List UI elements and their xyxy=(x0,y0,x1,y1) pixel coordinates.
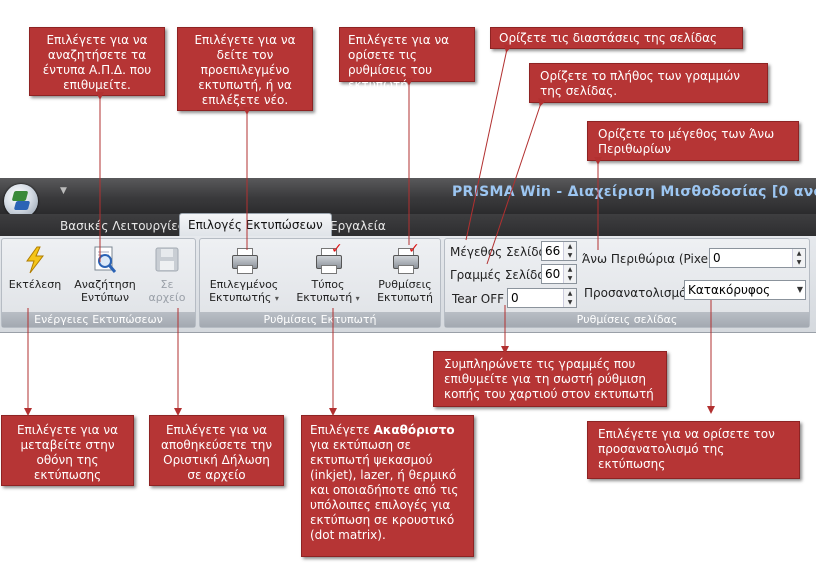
pointer-line-page-dimensions xyxy=(465,44,512,241)
spinner-arrows-icon[interactable]: ▲▼ xyxy=(792,249,805,267)
search-forms-label-1: Αναζήτηση xyxy=(74,278,136,291)
printer-type-label-1: Τύπος xyxy=(311,278,345,291)
save-to-file-button[interactable]: Σε αρχείο xyxy=(142,246,192,304)
callout-printer-settings: Επιλέγετε για να ορίσετε τις ρυθμίσεις τ… xyxy=(339,27,475,92)
callout-page-dimensions: Ορίζετε τις διαστάσεις της σελίδας xyxy=(490,27,743,49)
tear-off-label: Tear OFF xyxy=(452,292,505,306)
spinner-arrows-icon[interactable]: ▲▼ xyxy=(563,242,576,260)
run-button-label: Εκτέλεση xyxy=(8,278,62,291)
callout-default-printer: Επιλέγετε για να δείτε τον προεπιλεγμένο… xyxy=(177,27,313,111)
orientation-value: Κατακόρυφος xyxy=(688,283,771,297)
search-forms-label-2: Εντύπων xyxy=(80,291,130,304)
callout-tear-off: Συμπληρώνετε τις γραμμές που επιθυμείτε … xyxy=(433,351,667,407)
printer-type-button[interactable]: ✓ Τύπος Εκτυπωτή ▾ xyxy=(290,242,366,305)
quick-access-dropdown-icon[interactable]: ▼ xyxy=(60,186,67,196)
printer-type-callout-bold: Ακαθόριστο xyxy=(373,423,455,437)
tab-print-options[interactable]: Επιλογές Εκτυπώσεων xyxy=(179,213,332,237)
callout-save-to-file: Επιλέγετε για να αποθηκεύσετε την Οριστι… xyxy=(149,415,284,486)
tab-tools[interactable]: Εργαλεία xyxy=(330,219,386,233)
page-lines-label: Γραμμές Σελίδας xyxy=(450,268,553,282)
app-menu-button[interactable] xyxy=(4,184,38,218)
pointer-line-page-lines xyxy=(486,97,547,265)
chevron-down-icon: ▾ xyxy=(274,294,279,303)
page-size-label: Μέγεθος Σελίδας xyxy=(450,245,554,259)
save-to-file-label-1: Σε xyxy=(160,278,174,291)
selected-printer-button[interactable]: Επιλεγμένος Εκτυπωτής ▾ xyxy=(205,246,283,305)
orientation-select[interactable]: Κατακόρυφος ▼ xyxy=(684,280,806,300)
selected-printer-label-2-wrap: Εκτυπωτής ▾ xyxy=(205,291,283,305)
chevron-down-icon: ▾ xyxy=(355,294,360,303)
page-size-value: 66 xyxy=(545,244,561,258)
tab-basic-functions[interactable]: Βασικές Λειτουργίες xyxy=(60,219,185,233)
callout-page-lines: Ορίζετε το πλήθος των γραμμών της σελίδα… xyxy=(529,63,768,103)
document-search-icon xyxy=(90,246,120,274)
group-label-print-actions: Ενέργειες Εκτυπώσεων xyxy=(2,312,195,327)
printer-type-callout-prefix: Επιλέγετε xyxy=(310,423,374,437)
run-button[interactable]: Εκτέλεση xyxy=(6,246,64,291)
spinner-arrows-icon[interactable]: ▲▼ xyxy=(563,265,576,283)
printer-settings-label-1: Ρυθμίσεις xyxy=(378,278,432,291)
selected-printer-label-2: Εκτυπωτής xyxy=(209,291,272,304)
printer-type-label-2-wrap: Εκτυπωτή ▾ xyxy=(290,291,366,305)
printer-settings-label-2: Εκτυπωτή xyxy=(377,291,433,304)
floppy-disk-icon xyxy=(152,246,182,274)
top-margin-input[interactable]: 0 ▲▼ xyxy=(709,248,806,268)
tear-off-input[interactable]: 0 ▲▼ xyxy=(507,288,577,308)
save-to-file-label-2: αρχείο xyxy=(148,291,186,304)
callout-search-forms: Επιλέγετε για να αναζητήσετε τα έντυπα Α… xyxy=(29,27,165,96)
top-margin-value: 0 xyxy=(713,251,721,265)
lightning-icon xyxy=(20,246,50,274)
selected-printer-label-1: Επιλεγμένος xyxy=(209,278,279,291)
chevron-down-icon: ▼ xyxy=(796,285,803,294)
callout-run: Επιλέγετε για να μεταβείτε στην οθόνη τη… xyxy=(1,415,134,486)
printer-settings-button[interactable]: ✓ Ρυθμίσεις Εκτυπωτή xyxy=(372,242,438,304)
spinner-arrows-icon[interactable]: ▲▼ xyxy=(563,289,576,307)
callout-top-margins: Ορίζετε το μέγεθος των Άνω Περιθωρίων xyxy=(587,121,799,161)
printer-icon xyxy=(229,246,259,274)
window-title-bar xyxy=(0,178,816,214)
printer-type-label-2: Εκτυπωτή xyxy=(296,291,353,304)
search-forms-button[interactable]: Αναζήτηση Εντύπων xyxy=(70,246,140,304)
printer-settings-icon: ✓ xyxy=(390,242,420,274)
tear-off-value: 0 xyxy=(511,291,519,305)
group-label-page-settings: Ρυθμίσεις σελίδας xyxy=(445,312,809,327)
page-size-input[interactable]: 66 ▲▼ xyxy=(541,241,577,261)
window-title: PRISMA Win - Διαχείριση Μισθοδοσίας [0 α… xyxy=(452,184,816,200)
callout-orientation: Επιλέγετε για να ορίσετε τον προσανατολι… xyxy=(587,421,800,479)
page-lines-input[interactable]: 60 ▲▼ xyxy=(541,264,577,284)
orientation-label: Προσανατολισμός xyxy=(584,286,694,300)
page-lines-value: 60 xyxy=(545,267,561,281)
printer-type-callout-rest: για εκτύπωση σε εκτυπωτή ψεκασμού (inkje… xyxy=(310,438,459,542)
printer-check-icon: ✓ xyxy=(313,242,343,274)
top-margin-label: Άνω Περιθώρια (Pixels) xyxy=(582,252,723,266)
group-label-printer-settings: Ρυθμίσεις Εκτυπωτή xyxy=(200,312,440,327)
callout-printer-type: Επιλέγετε Ακαθόριστο για εκτύπωση σε εκτ… xyxy=(301,415,474,557)
